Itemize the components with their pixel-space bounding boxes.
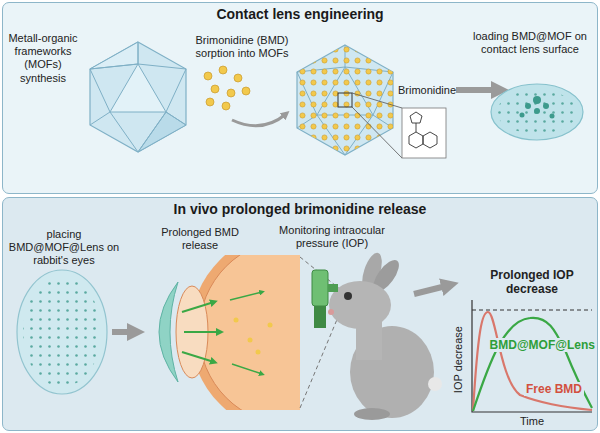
bmd-dot	[219, 66, 227, 74]
lens-body	[491, 84, 583, 140]
baseline	[472, 310, 592, 311]
bmd-dots	[204, 66, 250, 110]
tonometer	[312, 270, 338, 328]
process-arrow	[456, 87, 500, 93]
rabbit	[328, 251, 442, 420]
rabbit-tail	[428, 377, 442, 391]
tonometer-probe	[328, 284, 338, 292]
free-bmd-curve	[473, 312, 592, 411]
eye-section	[176, 255, 300, 410]
release-arrow	[182, 352, 214, 362]
release-arrow	[232, 364, 262, 374]
tonometer-handle	[314, 306, 326, 328]
mof-edges	[90, 42, 186, 152]
bmd-dot	[206, 98, 214, 106]
rabbit-neck	[356, 320, 382, 360]
mof-particle	[534, 108, 540, 114]
series-label: Free BMD	[524, 382, 584, 396]
bmd-dot	[234, 74, 242, 82]
mof-outline	[90, 42, 186, 152]
brimonidine-structure	[409, 112, 437, 148]
process-arrow	[112, 329, 136, 335]
contact-lens	[491, 84, 583, 140]
step-label: Monitoring intraocular pressure (IOP)	[260, 224, 404, 250]
step-label: Brimonidine (BMD) sorption into MOFs	[176, 34, 308, 60]
chart-title: Prolonged IOP decrease	[474, 268, 590, 297]
mof-face	[110, 64, 166, 112]
step-label: Prolonged BMD release	[148, 226, 252, 252]
rabbit-eye	[344, 292, 352, 300]
step-label: placing BMD@MOF@Lens on rabbit's eyes	[6, 228, 122, 268]
lens-dots	[23, 277, 101, 387]
bmd-dot	[268, 323, 273, 328]
rabbit-foot	[354, 408, 390, 420]
mof-particle	[525, 103, 531, 109]
lens-curve	[473, 318, 592, 411]
zoom-lines	[352, 93, 402, 158]
mof-outline	[297, 45, 393, 155]
series-label: BMD@MOF@Lens	[488, 338, 597, 352]
chart-axes	[472, 300, 592, 412]
lens-section	[159, 282, 178, 382]
tonometer-body	[312, 270, 328, 306]
section-heading: Contact lens engineering	[216, 6, 383, 23]
mof-crystal	[90, 42, 186, 152]
mof-edges	[297, 45, 393, 155]
lens-body	[17, 270, 107, 394]
loaded-mof	[297, 45, 446, 158]
structure-box	[402, 108, 446, 158]
sorption-arrow	[232, 114, 286, 126]
mof-particle	[520, 113, 525, 118]
mof-particle	[543, 103, 549, 109]
bmd-dot	[204, 72, 212, 80]
release-arrow	[230, 292, 262, 300]
process-arrow	[414, 285, 450, 294]
bmd-dot	[227, 89, 235, 97]
bmd-load	[297, 45, 393, 155]
lens-oval	[17, 270, 107, 394]
molecule-label: Brimonidine	[394, 84, 460, 97]
bmd-dot	[242, 87, 250, 95]
iop-chart	[472, 300, 592, 412]
zoom-square	[338, 93, 352, 107]
axis-label: Time	[514, 415, 550, 428]
bmd-dot	[234, 318, 239, 323]
rabbit-nose	[328, 309, 334, 315]
bmd-dot	[248, 338, 253, 343]
mof-particle	[533, 96, 541, 104]
step-label: Metall-organic frameworks (MOFs) synthes…	[4, 32, 82, 85]
release-arrow	[182, 302, 214, 312]
bmd-dot	[256, 350, 261, 355]
axis-label: IOP decrease	[452, 315, 465, 405]
bmd-dot	[222, 102, 230, 110]
zoom-lines	[300, 257, 346, 408]
mof-particle	[550, 114, 555, 119]
lens-dots	[497, 90, 577, 134]
step-label: loading BMD@MOF on contact lens surface	[466, 30, 594, 56]
release-arrow	[184, 331, 220, 333]
bmd-dot	[211, 85, 219, 93]
release-arrows	[182, 292, 273, 374]
section-heading: In vivo prolonged brimonidine release	[174, 201, 427, 218]
